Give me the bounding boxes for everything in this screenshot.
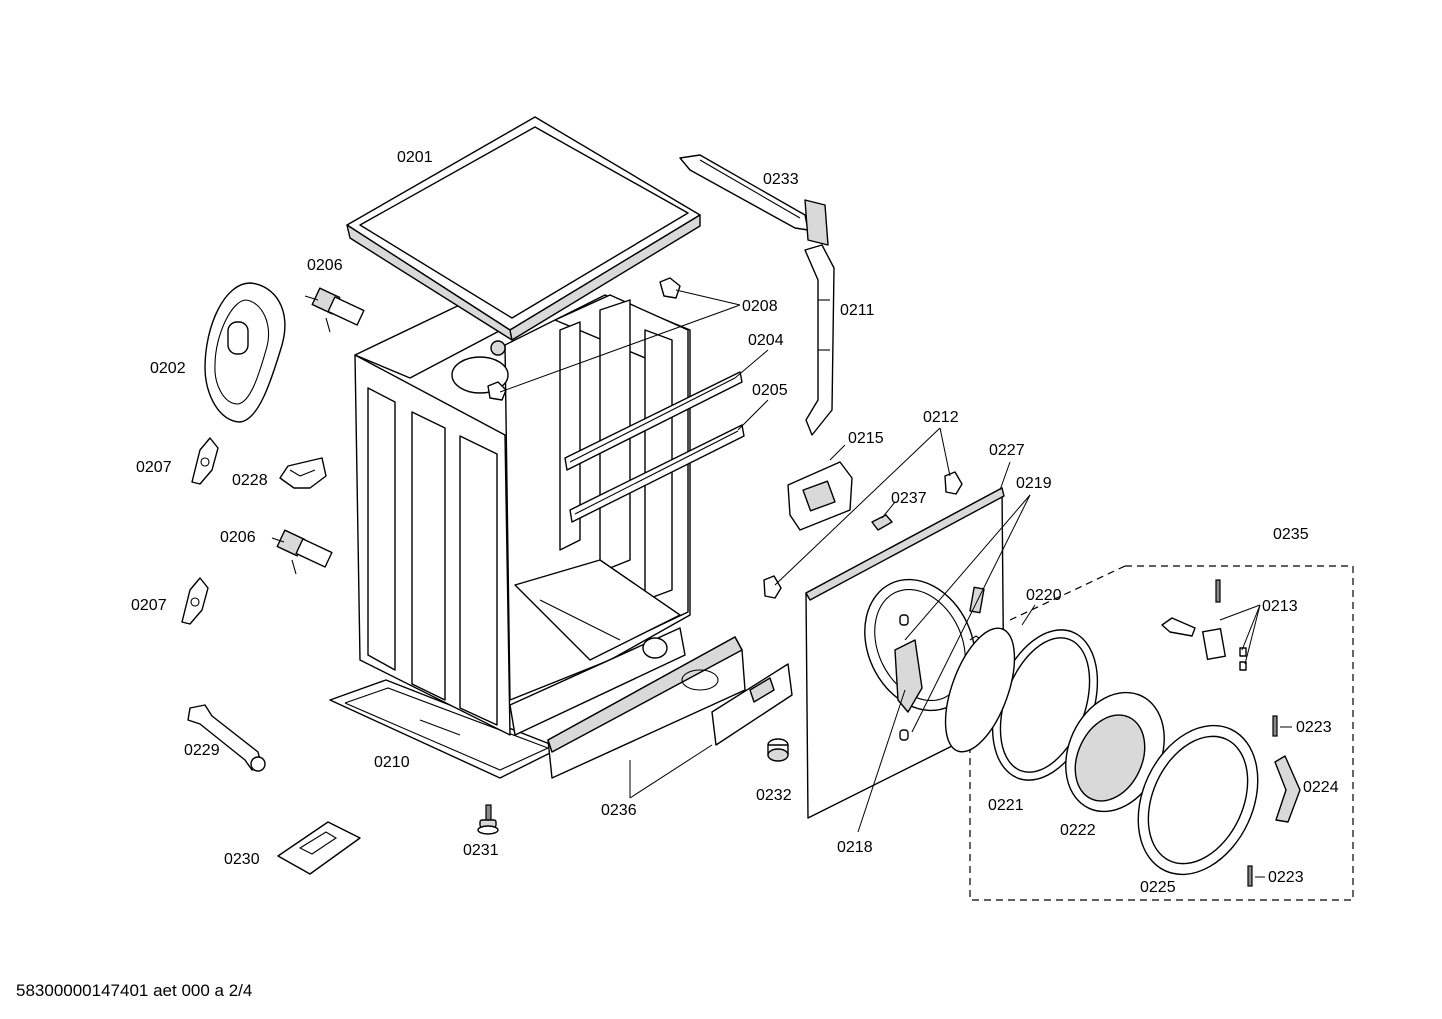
wrench-0229 <box>187 704 266 772</box>
label-0225: 0225 <box>1140 879 1176 896</box>
door-ring-0221 <box>944 627 1099 781</box>
label-0211: 0211 <box>840 302 875 319</box>
label-0201: 0201 <box>397 149 433 166</box>
label-0204: 0204 <box>748 332 784 349</box>
label-0224: 0224 <box>1303 779 1339 796</box>
label-0237: 0237 <box>891 490 927 507</box>
label-0205: 0205 <box>752 382 788 399</box>
label-0206b: 0206 <box>220 529 256 546</box>
hinge-0212a <box>944 471 963 495</box>
label-0208: 0208 <box>742 298 778 315</box>
label-0207a: 0207 <box>136 459 172 476</box>
label-0202: 0202 <box>150 360 186 377</box>
screw-foot-0231 <box>477 804 499 835</box>
top-lid-0201 <box>346 116 701 341</box>
bracket-0233 <box>679 154 829 246</box>
drawing-reference: 58300000147401 aet 000 a 2/4 <box>16 981 253 1000</box>
label-0235: 0235 <box>1273 526 1309 543</box>
shock-absorber-0206a <box>304 287 365 333</box>
clip-0208b <box>487 381 507 401</box>
kickboard-0236 <box>547 636 746 779</box>
bracket-0207a <box>191 437 219 485</box>
label-0229: 0229 <box>184 742 220 759</box>
pin-0223b <box>1247 865 1253 887</box>
shim-0230 <box>277 821 361 875</box>
label-0212: 0212 <box>923 409 959 426</box>
label-0231: 0231 <box>463 842 499 859</box>
part-0237 <box>871 514 893 531</box>
bracket-0207b <box>181 577 209 625</box>
label-0213: 0213 <box>1262 598 1298 615</box>
label-0207b: 0207 <box>131 597 167 614</box>
label-0220: 0220 <box>1026 587 1062 604</box>
label-0232: 0232 <box>756 787 792 804</box>
rear-cover-0202 <box>204 282 286 423</box>
label-0215: 0215 <box>848 430 884 447</box>
rail-0204 <box>564 371 743 471</box>
door-handle-0224 <box>1274 755 1301 823</box>
label-0218: 0218 <box>837 839 873 856</box>
label-0221: 0221 <box>988 797 1024 814</box>
label-0210: 0210 <box>374 754 410 771</box>
shock-absorber-0206b <box>271 529 333 575</box>
label-0236: 0236 <box>601 802 637 819</box>
label-0230: 0230 <box>224 851 260 868</box>
hinge-parts-0213 <box>1161 579 1247 671</box>
service-flap-0236 <box>711 663 793 746</box>
bracket-0211 <box>804 244 835 436</box>
hinge-0212b <box>763 575 782 599</box>
door-assembly-0235 <box>969 565 1354 901</box>
rail-0205 <box>569 424 745 523</box>
door-glass-0222 <box>1065 691 1165 813</box>
label-0222: 0222 <box>1060 822 1096 839</box>
label-0233: 0233 <box>763 171 799 188</box>
cap-0232 <box>767 738 789 762</box>
door-lock-0215 <box>787 461 853 531</box>
pin-0223a <box>1272 715 1278 737</box>
clip-0228 <box>279 457 327 489</box>
part-labels: 0201 0202 0204 0205 0206 0206 0207 0207 … <box>131 149 1339 896</box>
label-0228: 0228 <box>232 472 268 489</box>
label-0219: 0219 <box>1016 475 1052 492</box>
label-0223b: 0223 <box>1268 869 1304 886</box>
cabinet-body <box>354 294 691 736</box>
clip-0208a <box>659 277 681 299</box>
leader-lines <box>499 289 1292 878</box>
label-0223a: 0223 <box>1296 719 1332 736</box>
door-outer-ring-0225 <box>1137 724 1259 876</box>
label-0206a: 0206 <box>307 257 343 274</box>
label-0227: 0227 <box>989 442 1025 459</box>
